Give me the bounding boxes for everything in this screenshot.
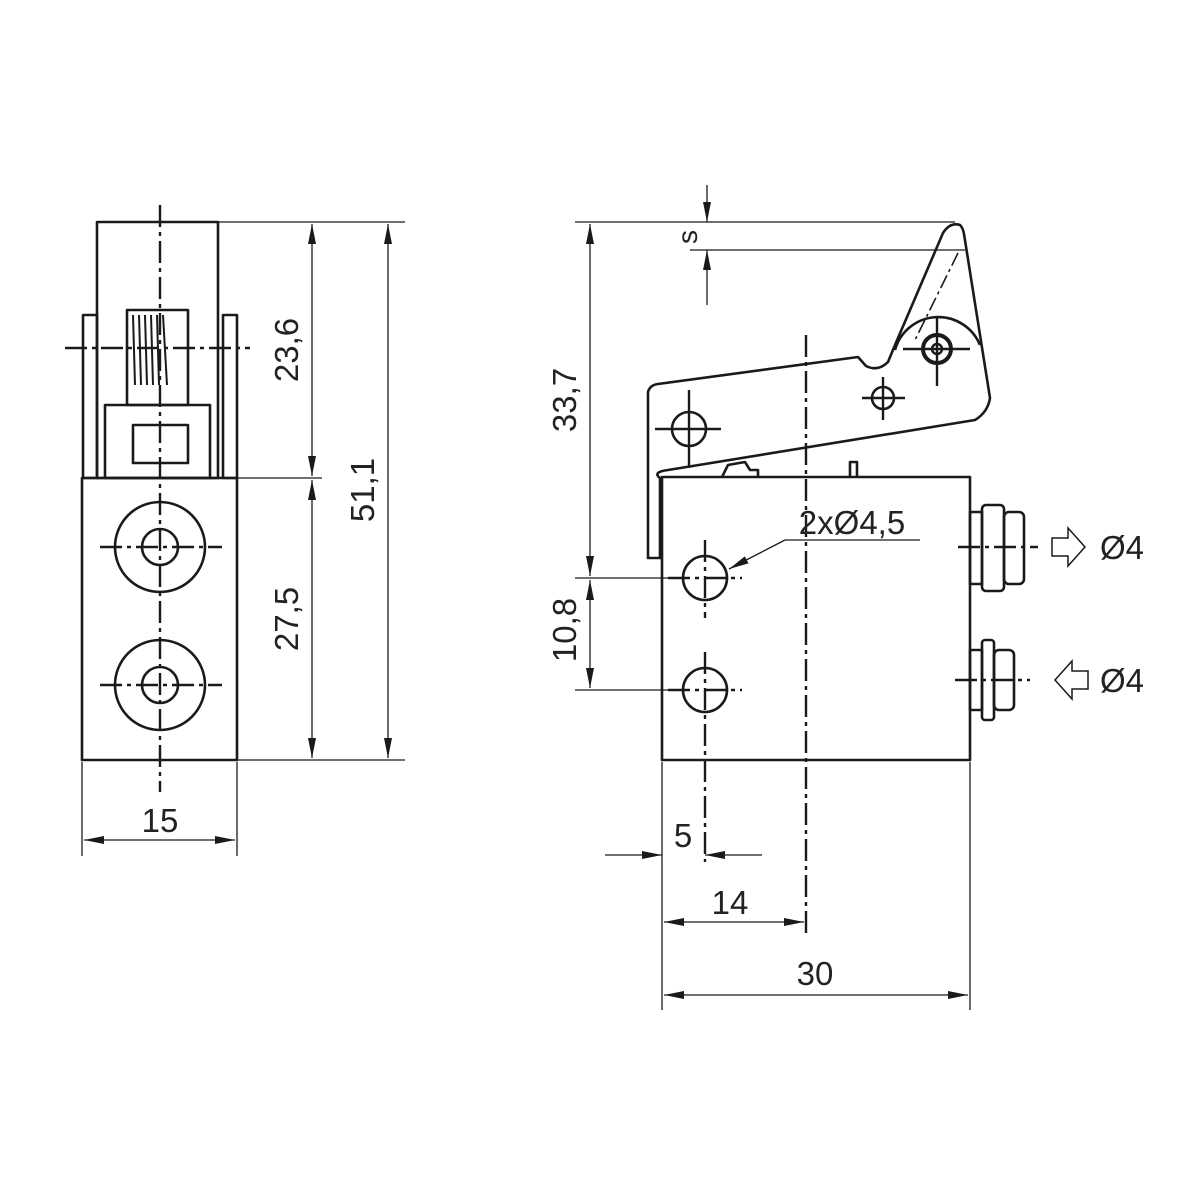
- dim-body-width: 30: [797, 955, 834, 992]
- side-view: 23,6 27,5 51,1 15: [65, 205, 405, 856]
- arrow-out-icon: [1051, 526, 1087, 568]
- hole-callout: 2xØ4,5: [799, 504, 905, 541]
- plunger-step-left: [720, 460, 760, 478]
- plunger-step-right: [848, 460, 859, 477]
- fitting-in: [955, 638, 1030, 722]
- dim-hole-offset: 5: [674, 817, 692, 854]
- callout-leader: [728, 539, 786, 570]
- spring-coils: [132, 314, 168, 386]
- roller-arc: [893, 315, 982, 351]
- dim-center-offset: 14: [712, 884, 749, 921]
- dim-total-height: 51,1: [344, 458, 381, 522]
- dim-width: 15: [142, 802, 179, 839]
- port-out-label: Ø4: [1100, 529, 1144, 566]
- lever: [646, 223, 992, 560]
- port-in-label: Ø4: [1100, 662, 1144, 699]
- side-plate-right: [221, 313, 239, 480]
- valve-body-front: [660, 475, 972, 762]
- front-view: Ø4 Ø4 s 33,7 10,8 2xØ4,5 5 14 30: [546, 185, 1144, 1010]
- dim-upper-height: 23,6: [268, 318, 305, 382]
- arrow-in-icon: [1053, 659, 1089, 701]
- side-plate-left: [81, 313, 99, 480]
- dim-stroke: s: [672, 230, 703, 244]
- dim-hole-spacing: 10,8: [546, 598, 583, 662]
- dim-lower-height: 27,5: [268, 587, 305, 651]
- dim-lever-height: 33,7: [546, 368, 583, 432]
- fitting-out: [958, 503, 1038, 593]
- plunger-base: [103, 403, 212, 480]
